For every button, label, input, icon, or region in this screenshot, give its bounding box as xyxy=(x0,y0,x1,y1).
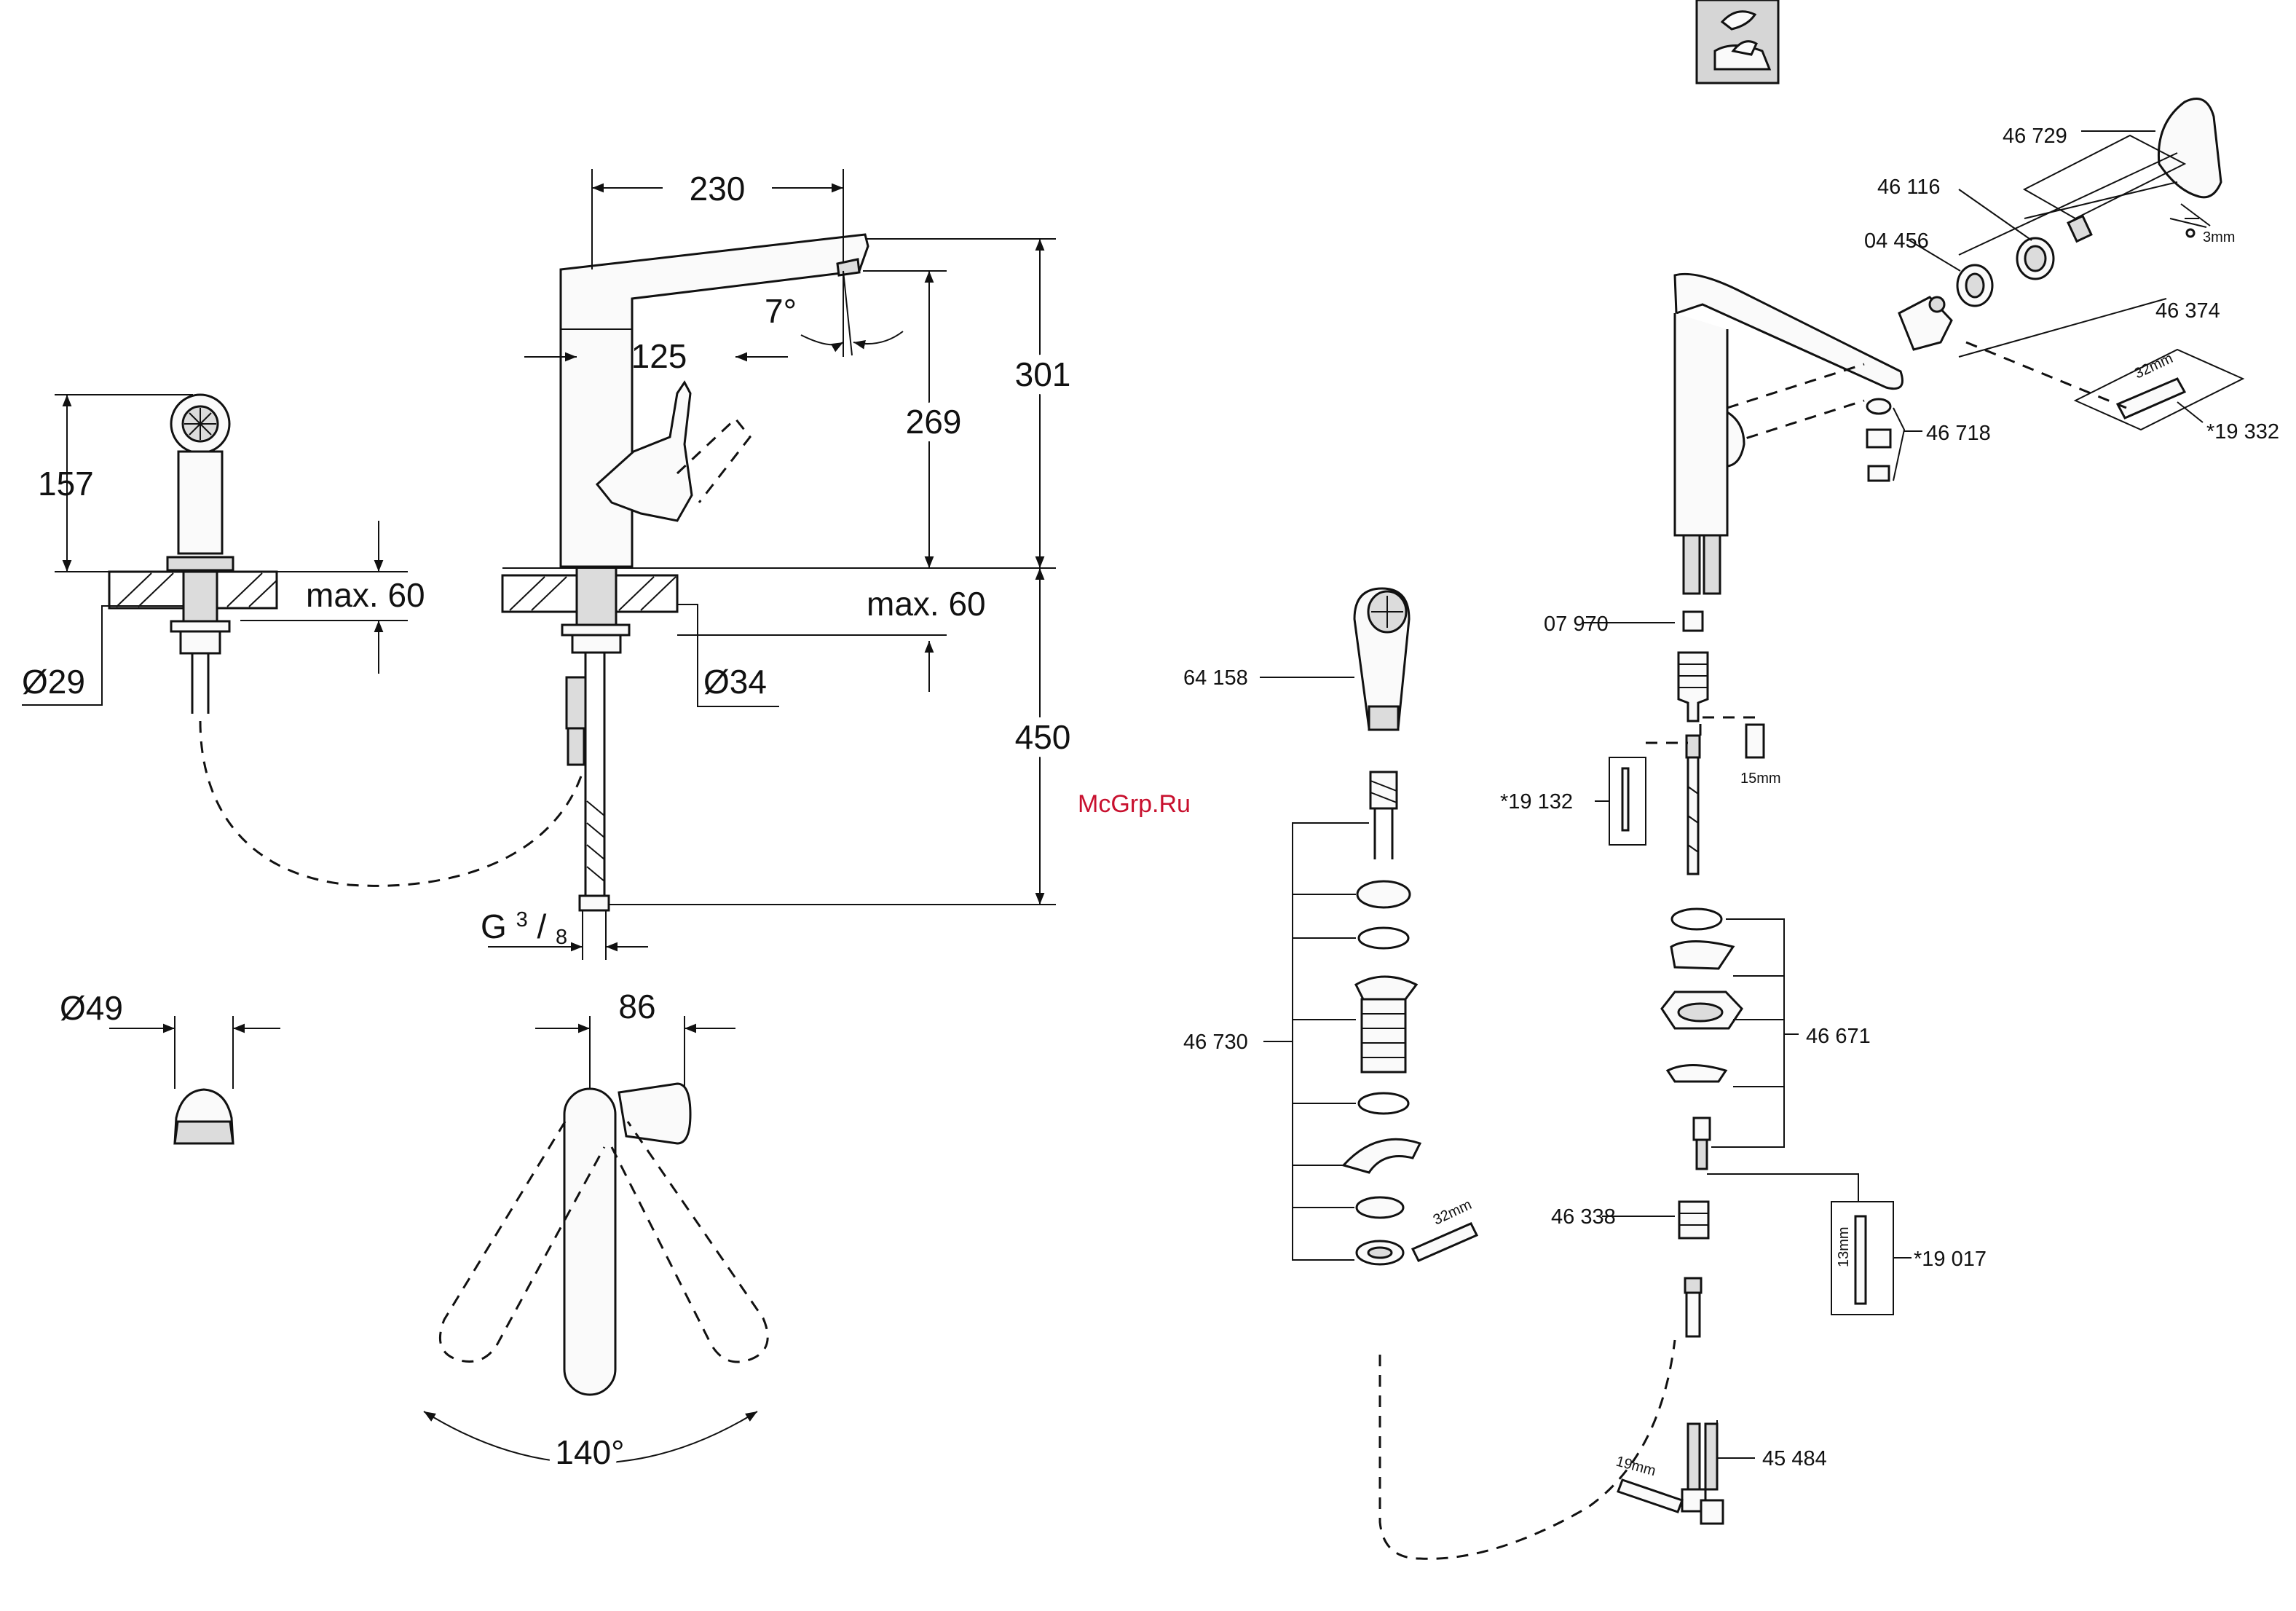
part-coupling: 07 970 xyxy=(1544,613,1609,636)
part-connector: 46 338 xyxy=(1551,1205,1616,1229)
tap-body xyxy=(561,235,868,567)
wrench-19-shape xyxy=(1618,1480,1682,1512)
exploded-tap-lever-stub xyxy=(1727,412,1744,466)
dim-deck-thickness-spray: max. 60 xyxy=(306,576,425,614)
spray-hose-loop xyxy=(1380,1340,1675,1559)
dim-spray-hole-dia: Ø29 xyxy=(22,663,85,701)
part-mounting-kit: 46 671 xyxy=(1806,1025,1871,1048)
spray-handle xyxy=(178,452,222,554)
tool-size-13: 13mm xyxy=(1836,1226,1852,1267)
tool-wrench-32-bottom: 32mm xyxy=(1431,1197,1475,1228)
dim-spout-angle: 7° xyxy=(765,292,797,330)
dim-top-offset: 86 xyxy=(618,988,655,1025)
dim-lever-offset: 125 xyxy=(631,337,687,375)
part-lever: 46 729 xyxy=(2003,125,2067,148)
tool-wrench-32-top: 32mm xyxy=(2132,350,2176,382)
part-wrench-cartridge: *19 332 xyxy=(2206,420,2279,444)
tap-lever-top xyxy=(619,1084,690,1143)
part-spray-kit: 46 730 xyxy=(1183,1031,1248,1054)
tap-side-elevation: 230 7° 125 269 301 max. 60 450 Ø34 xyxy=(481,169,1070,960)
wrench-32-shape xyxy=(1413,1224,1477,1261)
dim-swivel-angle: 140° xyxy=(555,1433,624,1471)
dim-spray-head-dia: Ø49 xyxy=(60,989,123,1027)
part-lever-shape xyxy=(2158,99,2221,197)
tap-supply-hose xyxy=(585,653,604,910)
spout-swing-right xyxy=(612,1122,768,1362)
tap-spout-top xyxy=(564,1089,615,1395)
dim-hose-length: 450 xyxy=(1015,718,1071,756)
hex-15-shape xyxy=(1746,725,1764,757)
part-retaining-ring: 46 116 xyxy=(1877,176,1941,199)
watermark: McGrp.Ru xyxy=(1078,790,1191,818)
tool-hex-15: 15mm xyxy=(1740,771,1781,787)
spray-hose-route xyxy=(200,721,583,886)
dim-total-height: 301 xyxy=(1015,355,1071,393)
exploded-spray-assembly: 64 158 32mm 46 730 xyxy=(1183,588,1477,1264)
part-extension-tool: *19 132 xyxy=(1500,790,1573,814)
tap-shank xyxy=(577,567,616,632)
single-lever-mixer-icon xyxy=(1697,0,1778,83)
part-spray-head: 64 158 xyxy=(1183,666,1248,690)
dim-deck-thickness-tap: max. 60 xyxy=(867,585,986,623)
part-cartridge: 46 374 xyxy=(2155,299,2220,323)
dim-tap-hole-dia: Ø34 xyxy=(703,663,767,701)
part-tool-13mm: *19 017 xyxy=(1914,1248,1987,1271)
part-cover-ring: 04 456 xyxy=(1864,229,1929,253)
part-supply-hoses: 45 484 xyxy=(1762,1447,1827,1470)
dim-spray-height: 157 xyxy=(38,465,94,503)
spray-head-view: Ø49 xyxy=(60,989,280,1143)
exploded-tap-assembly: 3mm 46 729 46 116 04 456 46 374 32mm *19… xyxy=(1380,99,2279,1559)
dim-outlet-height: 269 xyxy=(906,403,962,441)
part-aerator: 46 718 xyxy=(1926,422,1991,445)
spray-side-elevation: 157 max. 60 Ø29 xyxy=(22,395,583,886)
tool-hex-3: 3mm xyxy=(2203,229,2235,245)
dim-spout-reach: 230 xyxy=(690,170,746,208)
dim-thread-size: G 3 / 8 xyxy=(481,896,567,949)
tap-top-view: 86 140° xyxy=(424,988,768,1471)
